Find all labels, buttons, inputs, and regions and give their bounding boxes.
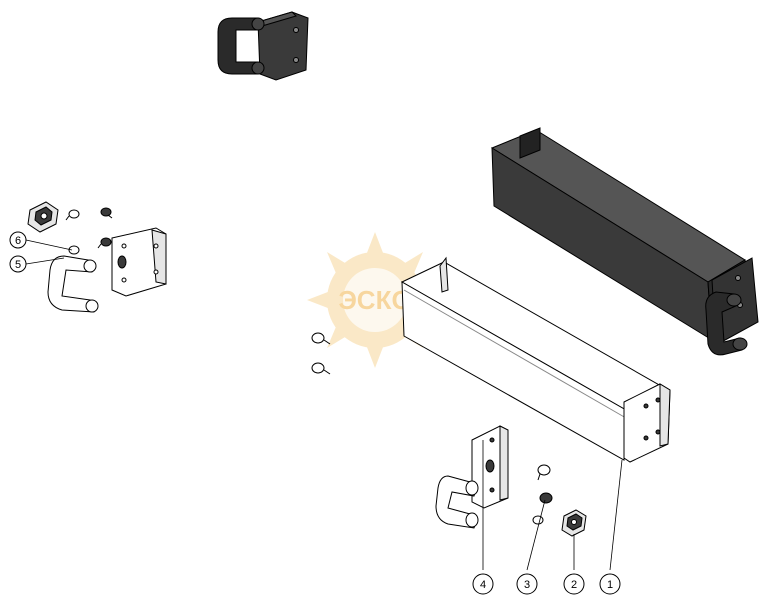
left-screw-1	[65, 209, 80, 221]
callout-4-label: 4	[480, 579, 486, 591]
top-handle-assembly	[217, 11, 309, 81]
callout-3-label: 3	[524, 579, 530, 591]
dark-rail-assembly	[490, 127, 759, 356]
left-cage-nut	[27, 201, 59, 233]
left-screw-2	[100, 207, 113, 219]
callout-1-label: 1	[607, 579, 613, 591]
center-screw-2	[311, 362, 331, 375]
lower-screw-3	[532, 515, 544, 525]
callout-2: 2	[563, 573, 585, 595]
leader-line-3	[526, 499, 546, 571]
lower-screw-1	[537, 464, 551, 481]
lower-exploded-parts	[435, 425, 587, 537]
callout-5: 5	[9, 255, 27, 273]
callout-2-label: 2	[571, 579, 577, 591]
lower-handle	[435, 475, 479, 529]
lower-bracket	[471, 425, 509, 509]
callout-1: 1	[599, 573, 621, 595]
callout-6-label: 6	[15, 235, 21, 247]
light-rail-assembly	[400, 256, 671, 463]
center-screws	[311, 332, 331, 375]
callout-4: 4	[472, 573, 494, 595]
lower-cage-nut	[561, 509, 587, 537]
lower-screw-2	[539, 492, 553, 504]
center-screw-1	[311, 332, 331, 345]
left-handle	[47, 255, 99, 313]
left-bracket	[111, 227, 167, 297]
callout-5-label: 5	[15, 259, 21, 271]
callout-6: 6	[9, 231, 27, 249]
left-exploded-parts	[27, 201, 167, 313]
leader-line-1	[609, 459, 623, 571]
left-screw-4	[68, 245, 80, 255]
leader-line-6	[25, 239, 73, 251]
callout-3: 3	[516, 573, 538, 595]
left-screw-3	[97, 237, 112, 249]
leader-lines	[25, 239, 623, 571]
leader-line-5	[25, 257, 65, 265]
watermark-text: ЭСКО	[338, 285, 411, 315]
